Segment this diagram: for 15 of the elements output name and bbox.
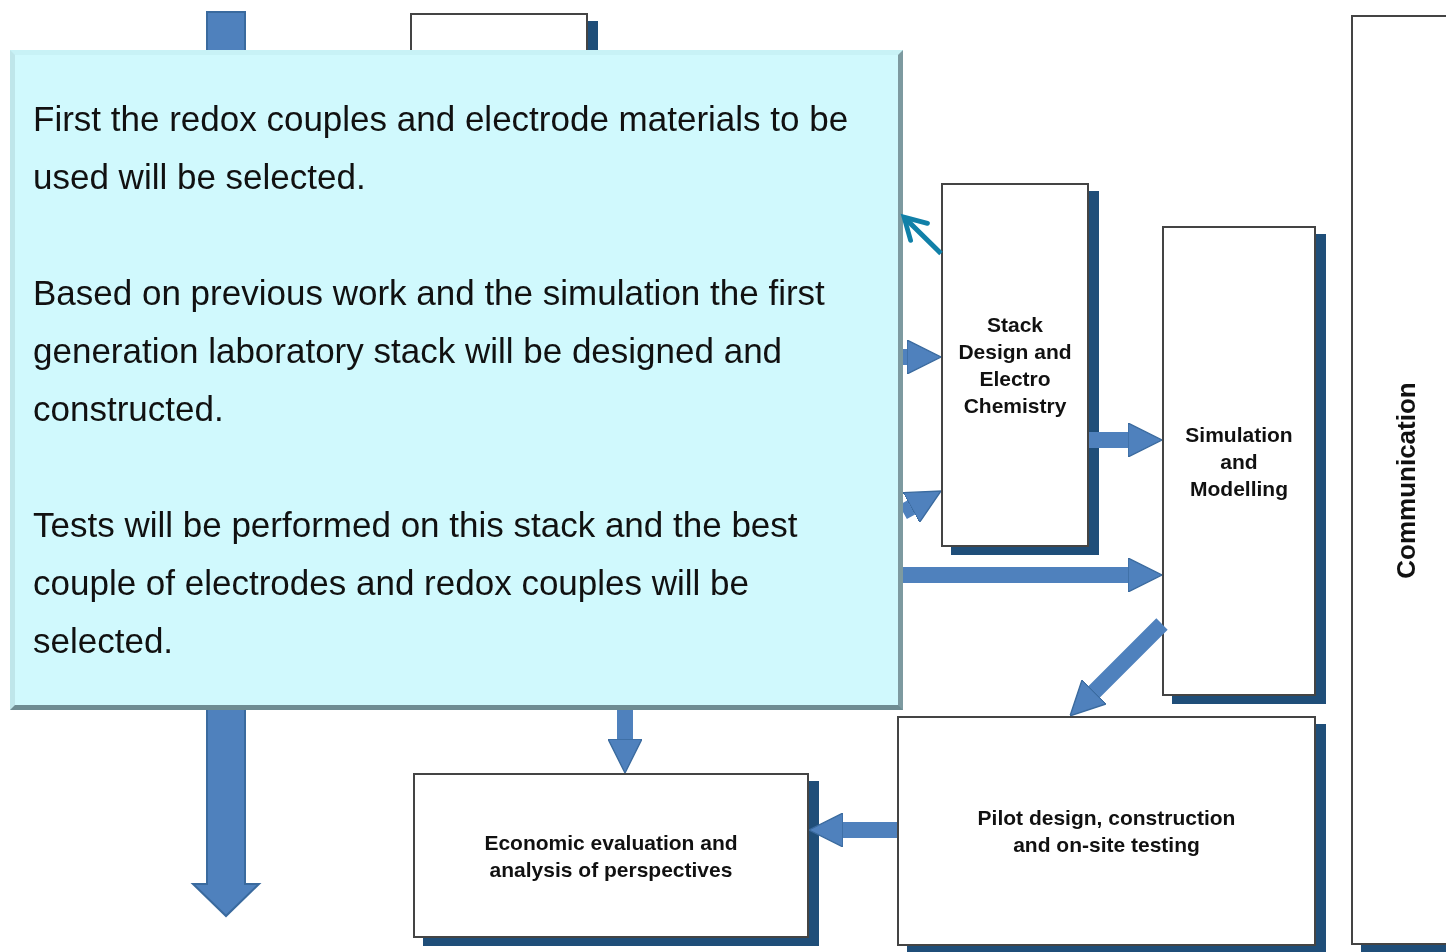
callout-text: Tests will be performed on this stack and the best couple of electrodes and redox couples will be selected. <box>33 504 799 662</box>
leader-arrow <box>901 214 943 256</box>
callout-box <box>10 50 903 710</box>
callout-text: Based on previous work and the simulation the first generation laboratory stack will be designed and constructed. <box>33 272 826 430</box>
box-label: Economic evaluation and analysis of perspectives <box>483 829 739 883</box>
block-arrow <box>903 339 942 375</box>
block-arrow <box>1089 422 1163 458</box>
box-label: Pilot design, construction and on-site testing <box>976 805 1237 858</box>
block-arrow <box>607 710 643 774</box>
box-label: Communication <box>1389 381 1422 579</box>
box-label: Stack Design and Electro Chemistry <box>957 312 1073 419</box>
block-arrow <box>808 812 897 848</box>
block-arrow <box>903 557 1163 593</box>
box-label: Simulation and Modelling <box>1184 421 1294 502</box>
callout-text: First the redox couples and electrode materials to be used will be selected. <box>33 98 850 198</box>
